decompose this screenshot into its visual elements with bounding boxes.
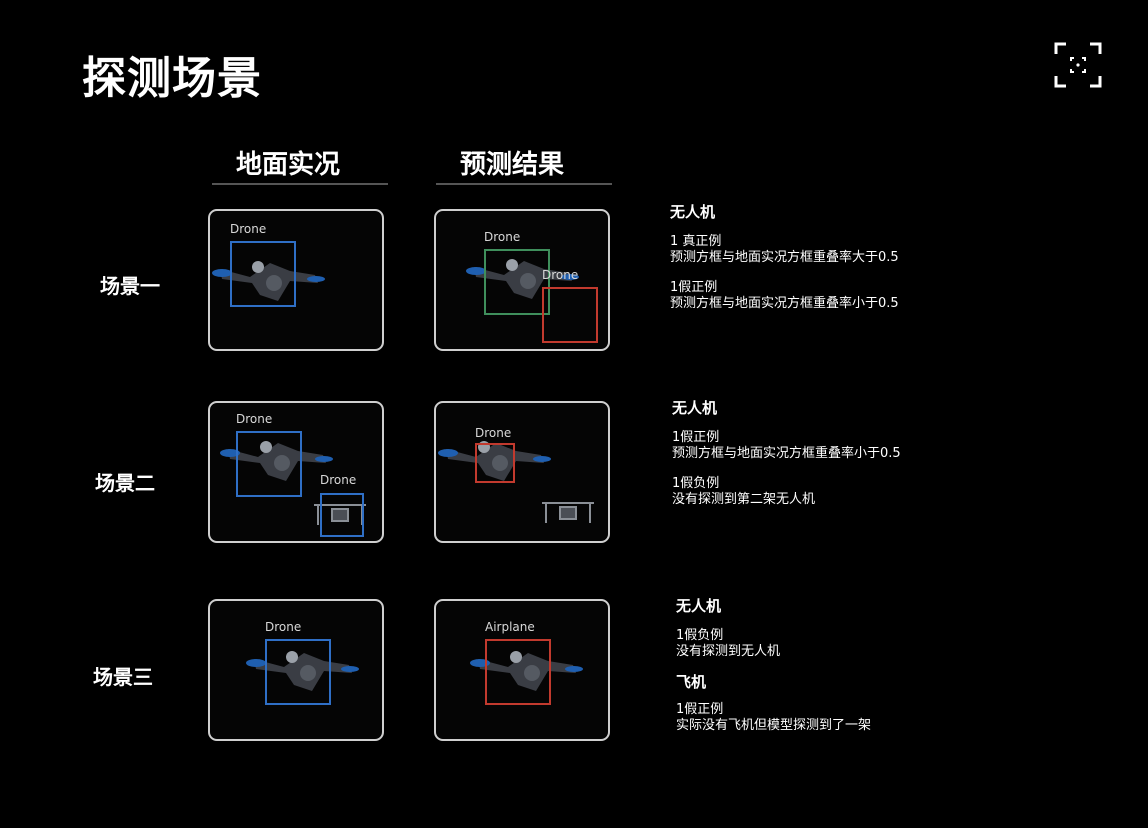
column-divider — [436, 183, 612, 185]
note-desc: 预测方框与地面实况方框重叠率大于0.5 — [670, 250, 899, 265]
note-title: 1假负例 — [676, 628, 724, 643]
note-title: 1 真正例 — [670, 234, 722, 249]
notes-heading: 无人机 — [670, 203, 716, 221]
prediction-panel-2: Drone — [434, 401, 610, 543]
column-divider — [212, 183, 388, 185]
gt-box-label: Drone — [236, 412, 273, 426]
note-desc: 没有探测到第二架无人机 — [672, 492, 816, 507]
note-desc: 预测方框与地面实况方框重叠率小于0.5 — [670, 296, 899, 311]
prediction-bbox-false-positive — [475, 443, 515, 483]
ground-truth-panel-1: Drone — [208, 209, 384, 351]
ground-truth-bbox — [236, 431, 302, 497]
prediction-bbox-false-positive — [542, 287, 598, 343]
note-title: 1假负例 — [672, 476, 720, 491]
pred-box-label: Drone — [475, 426, 512, 440]
column-header-prediction: 预测结果 — [459, 150, 564, 180]
notes-heading: 无人机 — [672, 399, 718, 417]
scene-label-1: 场景一 — [100, 274, 160, 298]
pred-box-label: Drone — [542, 268, 579, 282]
note-title: 1假正例 — [672, 430, 720, 445]
note-desc: 没有探测到无人机 — [676, 644, 781, 659]
notes-heading: 无人机 — [676, 597, 722, 615]
column-header-ground-truth: 地面实况 — [235, 150, 340, 180]
focus-frame-icon[interactable] — [1054, 42, 1102, 88]
ground-truth-panel-2: Drone Drone — [208, 401, 384, 543]
page-title: 探测场景 — [82, 53, 262, 104]
ground-truth-bbox — [230, 241, 296, 307]
prediction-bbox-true-positive — [484, 249, 550, 315]
note-title: 1假正例 — [676, 702, 724, 717]
prediction-panel-1: Drone Drone — [434, 209, 610, 351]
gt-box-label: Drone — [320, 473, 357, 487]
drone-image — [438, 441, 594, 523]
note-title: 1假正例 — [670, 280, 718, 295]
scene-label-3: 场景三 — [93, 665, 153, 689]
scene-notes-1: 无人机 1 真正例 预测方框与地面实况方框重叠率大于0.5 1假正例 预测方框与… — [670, 204, 899, 312]
scene-notes-2: 无人机 1假正例 预测方框与地面实况方框重叠率小于0.5 1假负例 没有探测到第… — [672, 400, 901, 508]
scene-label-2: 场景二 — [95, 471, 155, 495]
gt-box-label: Drone — [265, 620, 302, 634]
ground-truth-bbox — [320, 493, 364, 537]
prediction-panel-3: Airplane — [434, 599, 610, 741]
ground-truth-bbox — [265, 639, 331, 705]
note-desc: 预测方框与地面实况方框重叠率小于0.5 — [672, 446, 901, 461]
drone-image — [246, 651, 359, 691]
scene-notes-3: 无人机 1假负例 没有探测到无人机 飞机 1假正例 实际没有飞机但模型探测到了一… — [676, 598, 871, 734]
note-desc: 实际没有飞机但模型探测到了一架 — [676, 718, 872, 733]
pred-box-label: Airplane — [485, 620, 535, 634]
notes-heading: 飞机 — [676, 673, 707, 691]
drone-image — [466, 259, 579, 299]
prediction-bbox-false-positive — [485, 639, 551, 705]
drone-image — [212, 261, 325, 301]
gt-box-label: Drone — [230, 222, 267, 236]
pred-box-label: Drone — [484, 230, 521, 244]
ground-truth-panel-3: Drone — [208, 599, 384, 741]
